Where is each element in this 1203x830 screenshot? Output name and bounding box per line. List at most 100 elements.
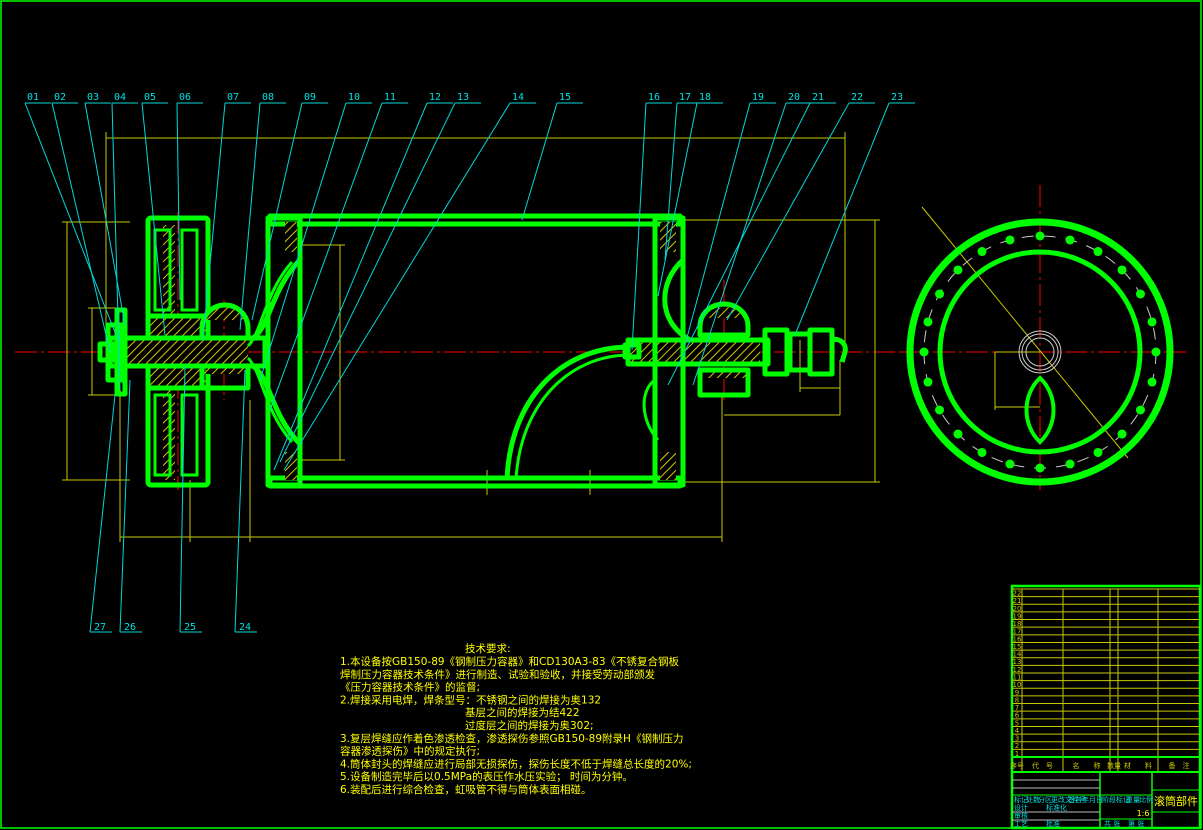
part-name: 滚筒部件: [1154, 794, 1198, 808]
stage-label: 阶段标记: [1102, 795, 1130, 804]
bolt-hole: [919, 347, 929, 357]
change-label: 分区: [1038, 795, 1052, 804]
role-label: 标准化: [1046, 803, 1067, 812]
bolt-hole: [1135, 289, 1145, 299]
leader-line: [111, 102, 121, 391]
left-bearing-housing: [199, 302, 251, 391]
requirement-line: 6.装配后进行综合检查，虹吸管不得与筒体表面相碰。: [340, 783, 592, 796]
bom-header: 代 号: [1032, 761, 1053, 770]
bom-row-number: 18: [1013, 620, 1022, 628]
bom-row-number: 9: [1015, 689, 1019, 697]
bom-row-number: 19: [1013, 612, 1022, 620]
bom-row-number: 16: [1013, 635, 1022, 643]
balloon-label: 06: [179, 92, 191, 103]
requirement-line: 《压力容器技术条件》的监督;: [340, 681, 480, 694]
balloon-label: 16: [648, 92, 660, 103]
scale-value: 1:6: [1137, 809, 1150, 818]
bom-row-number: 2: [1015, 742, 1019, 750]
balloon-label: 22: [851, 92, 863, 103]
bom-row-number: 12: [1013, 666, 1022, 674]
leader-line: [89, 394, 116, 633]
dimension-lines: [62, 132, 1129, 542]
role-label: 批准: [1046, 819, 1060, 828]
requirement-line: 焊制压力容器技术条件》进行制造、试验和验收，并接受劳动部颁发: [340, 668, 655, 681]
bom-row-number: 14: [1013, 651, 1022, 659]
bolt-hole: [1005, 235, 1015, 245]
role-label: 审核: [1014, 811, 1028, 820]
role-label: 工艺: [1014, 820, 1028, 828]
shaft: [97, 307, 771, 397]
balloon-label: 04: [114, 92, 126, 103]
leader-line: [684, 102, 751, 346]
bom-row-number: 3: [1015, 735, 1019, 743]
change-label: 标记: [1014, 795, 1028, 804]
bolt-hole: [923, 317, 933, 327]
balloon-label: 09: [304, 92, 316, 103]
leader-line: [51, 102, 111, 353]
bolt-hole: [1065, 459, 1075, 469]
leader-line: [84, 102, 126, 326]
bom-row-number: 6: [1015, 712, 1020, 720]
balloon-label: 27: [94, 622, 106, 633]
bolt-hole: [1117, 265, 1127, 275]
role-label: 设计: [1014, 803, 1028, 812]
bolt-hole: [1117, 429, 1127, 439]
balloon-label: 26: [124, 622, 136, 633]
balloon-label: 21: [812, 92, 824, 103]
balloon-label: 01: [27, 92, 39, 103]
bom-row-number: 22: [1013, 590, 1022, 598]
bom-row-number: 15: [1013, 643, 1022, 651]
balloon-label: 07: [227, 92, 239, 103]
bom-header: 材 料: [1124, 761, 1152, 770]
bolt-hole: [1065, 235, 1075, 245]
bolt-hole: [935, 405, 945, 415]
bom-row-number: 5: [1015, 719, 1019, 727]
balloon-label: 25: [184, 622, 196, 633]
balloon-label: 14: [512, 92, 524, 103]
technical-requirements: 技术要求: 1.本设备按GB150-89《钢制压力容器》和CD130A3-83《…: [340, 642, 692, 796]
leader-line: [202, 102, 226, 341]
title-block: 22212019181716151413121110987654321 序号代 …: [1010, 584, 1202, 830]
weight-label: 重量: [1126, 796, 1140, 804]
balloon-label: 11: [384, 92, 396, 103]
bom-row-number: 10: [1013, 681, 1022, 689]
bom-row-number: 4: [1015, 727, 1020, 735]
bolt-hole: [1151, 347, 1161, 357]
leader-line: [283, 102, 511, 471]
bolt-hole: [923, 377, 933, 387]
balloon-label: 12: [429, 92, 441, 103]
sheet-number: 第 张: [1128, 819, 1144, 828]
leader-line: [239, 102, 261, 331]
balloon-label: 20: [788, 92, 800, 103]
leader-line: [234, 369, 246, 633]
bolt-hole: [1035, 231, 1045, 241]
bolt-hole: [935, 289, 945, 299]
leader-line: [24, 102, 119, 341]
right-bearing-housing: [697, 301, 848, 398]
leader-line: [794, 102, 890, 336]
balloon-label: 03: [87, 92, 99, 103]
balloon-label: 17: [679, 92, 691, 103]
balloon-label: 13: [457, 92, 469, 103]
leader-line: [726, 102, 850, 321]
leader-line: [657, 102, 698, 297]
balloon-label: 02: [54, 92, 66, 103]
bolt-hole: [1135, 405, 1145, 415]
leader-line: [259, 102, 347, 381]
balloon-label: 18: [699, 92, 711, 103]
end-view: [906, 218, 1174, 486]
leader-line: [269, 102, 383, 411]
requirement-line: 4.筒体封头的焊缝应进行局部无损探伤，探伤长度不低于焊缝总长度的20%;: [340, 757, 692, 770]
bom-header: 数量: [1107, 761, 1121, 770]
bom-row-number: 7: [1015, 704, 1019, 712]
bolt-hole: [1093, 247, 1103, 257]
requirement-line: 过度层之间的焊接为奥302;: [465, 719, 594, 732]
bom-header: 序号: [1010, 761, 1024, 770]
leader-line: [251, 102, 303, 321]
balloon-label: 24: [239, 622, 251, 633]
bolt-hole: [1093, 447, 1103, 457]
leader-line: [521, 102, 558, 221]
